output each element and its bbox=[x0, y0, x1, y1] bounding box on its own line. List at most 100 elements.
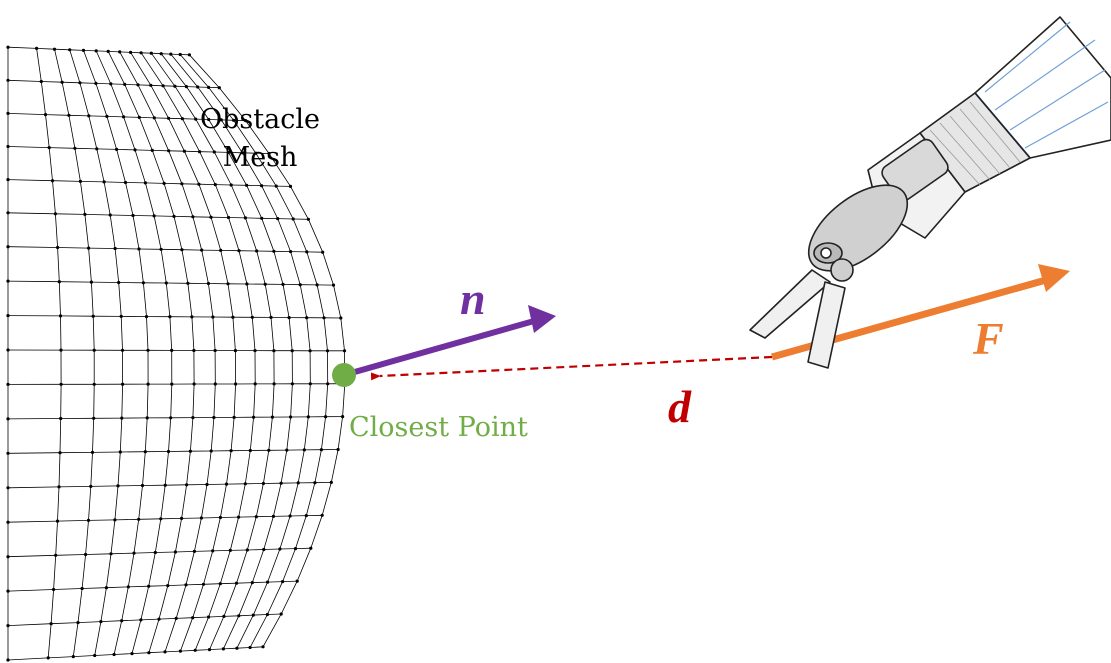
mesh-vertex bbox=[289, 415, 293, 419]
mesh-vertex bbox=[207, 85, 211, 89]
mesh-vertex bbox=[131, 213, 135, 218]
mesh-vertex bbox=[306, 415, 310, 419]
mesh-vertex bbox=[254, 515, 258, 519]
surgical-grasper-icon bbox=[749, 16, 1111, 369]
mesh-vertex bbox=[132, 551, 136, 555]
mesh-vertex bbox=[52, 47, 57, 51]
mesh-vertex bbox=[167, 116, 171, 120]
mesh-vertex bbox=[315, 283, 319, 287]
mesh-vertex bbox=[6, 658, 10, 662]
mesh-vertex bbox=[92, 416, 96, 420]
mesh-vertex bbox=[253, 349, 257, 353]
mesh-row-line bbox=[7, 482, 332, 489]
mesh-vertex bbox=[144, 315, 149, 319]
mesh-vertex bbox=[108, 213, 112, 217]
mesh-vertex bbox=[254, 151, 258, 155]
obstacle-mesh-label-line2: Mesh bbox=[223, 142, 298, 173]
mesh-row-line bbox=[7, 514, 323, 523]
obstacle-mesh bbox=[6, 45, 347, 662]
distance-vector-arrow bbox=[370, 355, 773, 381]
mesh-vertex bbox=[245, 183, 249, 187]
mesh-vertex bbox=[245, 548, 249, 552]
mesh-vertex bbox=[94, 49, 98, 53]
mesh-vertex bbox=[252, 415, 256, 419]
mesh-vertex bbox=[185, 483, 189, 487]
mesh-vertex bbox=[78, 81, 82, 85]
mesh-vertex bbox=[287, 316, 291, 320]
mesh-vertex bbox=[76, 621, 80, 625]
mesh-vertex bbox=[146, 348, 150, 352]
mesh-column-line bbox=[107, 51, 195, 653]
mesh-vertex bbox=[6, 417, 10, 421]
mesh-vertex bbox=[206, 281, 210, 286]
mesh-vertex bbox=[260, 184, 264, 188]
mesh-vertex bbox=[152, 116, 156, 120]
mesh-vertex bbox=[137, 247, 141, 251]
mesh-vertex bbox=[6, 348, 10, 352]
mesh-vertex bbox=[162, 181, 166, 185]
mesh-vertex bbox=[133, 148, 137, 152]
normal-vector-label: n bbox=[460, 273, 486, 324]
mesh-vertex bbox=[95, 147, 99, 151]
mesh-vertex bbox=[6, 382, 10, 386]
mesh-vertex bbox=[147, 584, 151, 588]
mesh-row-line bbox=[7, 416, 343, 420]
mesh-vertex bbox=[184, 583, 188, 587]
mesh-vertex bbox=[89, 484, 93, 488]
mesh-vertex bbox=[47, 146, 51, 150]
mesh-vertex bbox=[184, 85, 188, 89]
mesh-vertex bbox=[169, 416, 173, 420]
mesh-vertex bbox=[57, 280, 61, 284]
mesh-vertex bbox=[170, 382, 174, 386]
mesh-vertex bbox=[224, 482, 229, 486]
mesh-vertex bbox=[180, 182, 184, 186]
mesh-vertex bbox=[191, 416, 195, 420]
mesh-vertex bbox=[266, 580, 270, 584]
mesh-vertex bbox=[166, 584, 170, 588]
mesh-vertex bbox=[226, 215, 231, 220]
mesh-vertex bbox=[136, 83, 140, 87]
mesh-vertex bbox=[261, 481, 265, 486]
mesh-vertex bbox=[143, 181, 147, 185]
mesh-row-line bbox=[7, 315, 341, 319]
mesh-column-line bbox=[130, 52, 237, 652]
mesh-vertex bbox=[84, 552, 88, 557]
mesh-vertex bbox=[192, 549, 196, 554]
mesh-vertex bbox=[102, 180, 106, 184]
mesh-vertex bbox=[112, 652, 116, 657]
mesh-vertex bbox=[270, 415, 274, 419]
mesh-vertex bbox=[309, 546, 313, 550]
mesh-vertex bbox=[271, 514, 275, 519]
mesh-vertex bbox=[232, 118, 236, 122]
mesh-vertex bbox=[6, 555, 10, 559]
mesh-vertex bbox=[234, 382, 238, 386]
mesh-vertex bbox=[212, 150, 216, 154]
mesh-vertex bbox=[336, 447, 340, 452]
mesh-vertex bbox=[245, 282, 249, 286]
mesh-vertex bbox=[276, 217, 280, 221]
mesh-vertex bbox=[56, 245, 60, 250]
mesh-vertex bbox=[269, 315, 273, 319]
mesh-vertex bbox=[263, 282, 267, 286]
mesh-vertex bbox=[341, 415, 345, 419]
mesh-vertex bbox=[302, 448, 306, 452]
mesh-column-line bbox=[36, 48, 62, 658]
mesh-vertex bbox=[6, 451, 10, 455]
mesh-vertex bbox=[159, 247, 163, 251]
mesh-vertex bbox=[298, 283, 302, 287]
mesh-vertex bbox=[55, 519, 60, 523]
mesh-vertex bbox=[146, 382, 150, 386]
mesh-vertex bbox=[339, 316, 343, 320]
mesh-vertex bbox=[213, 348, 217, 353]
mesh-vertex bbox=[147, 651, 151, 655]
mesh-vertex bbox=[207, 648, 212, 652]
mesh-vertex bbox=[235, 646, 239, 650]
mesh-vertex bbox=[248, 645, 252, 650]
mesh-column-line bbox=[95, 50, 173, 654]
mesh-vertex bbox=[255, 249, 259, 253]
mesh-vertex bbox=[6, 211, 10, 215]
mesh-vertex bbox=[211, 315, 215, 319]
mesh-vertex bbox=[250, 581, 254, 585]
mesh-vertex bbox=[130, 652, 134, 656]
mesh-vertex bbox=[180, 248, 184, 252]
